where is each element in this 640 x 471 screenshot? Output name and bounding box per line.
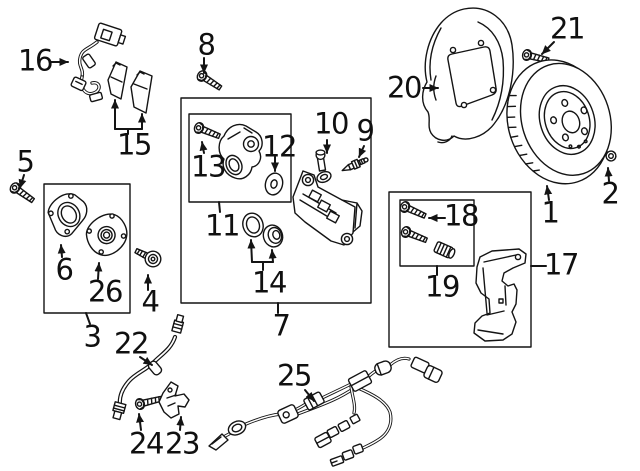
brake-caliper-drawing [292,170,363,246]
callout-13: 13 [191,149,226,184]
wiring-harness-drawing [208,356,443,467]
callout-10: 10 [314,106,349,141]
callout-15: 15 [117,127,152,162]
callout-20: 20 [387,70,422,105]
callout-21: 21 [550,11,585,46]
bleeder-valve-drawing [341,157,369,172]
callout-19: 19 [425,269,460,304]
callout-3: 3 [83,319,102,354]
bushing-19-drawing [433,241,456,259]
callout-18: 18 [444,198,479,233]
bolt-4-drawing [134,247,162,268]
bolt-19-drawing [399,224,430,246]
callout-14: 14 [252,265,287,300]
seal-12-drawing [264,172,284,196]
leader-lines [18,41,613,431]
bolt-8-drawing [194,68,225,94]
callout-24: 24 [129,426,164,461]
kit-box-7 [180,97,372,304]
callout-2: 2 [601,176,620,211]
brake-pads-drawing [107,61,153,114]
abs-sensor-drawing [70,22,127,103]
caliper-bracket-drawing [473,248,527,342]
callout-16: 16 [18,43,53,78]
bolt-13-drawing [192,120,223,142]
callout-5: 5 [16,144,35,179]
callout-4: 4 [141,284,160,319]
wheel-bearing-drawing [47,193,88,237]
piston-seals-drawing [242,212,284,248]
callout-26: 26 [88,274,123,309]
bolt-5-drawing [7,180,37,206]
callout-23: 23 [165,426,200,461]
callout-11: 11 [205,208,240,243]
brake-hose-drawing [112,314,185,421]
kit-box-11 [188,113,292,203]
callout-8: 8 [197,27,216,62]
hose-bracket-drawing [158,381,190,419]
callout-12: 12 [262,129,297,164]
splash-shield-drawing [421,7,514,144]
callout-9: 9 [356,113,375,148]
callout-25: 25 [277,358,312,393]
callout-22: 22 [114,326,149,361]
guide-pin-drawing [315,149,332,184]
kit-box-17 [388,191,532,348]
callout-6: 6 [55,252,74,287]
callout-7: 7 [272,308,291,343]
bolt-18-drawing [398,199,428,222]
parking-brake-actuator-drawing [218,123,263,180]
brake-rotor-drawing [506,59,613,185]
callout-17: 17 [544,247,579,282]
wheel-hub-drawing [85,213,128,257]
callout-1: 1 [541,195,560,230]
